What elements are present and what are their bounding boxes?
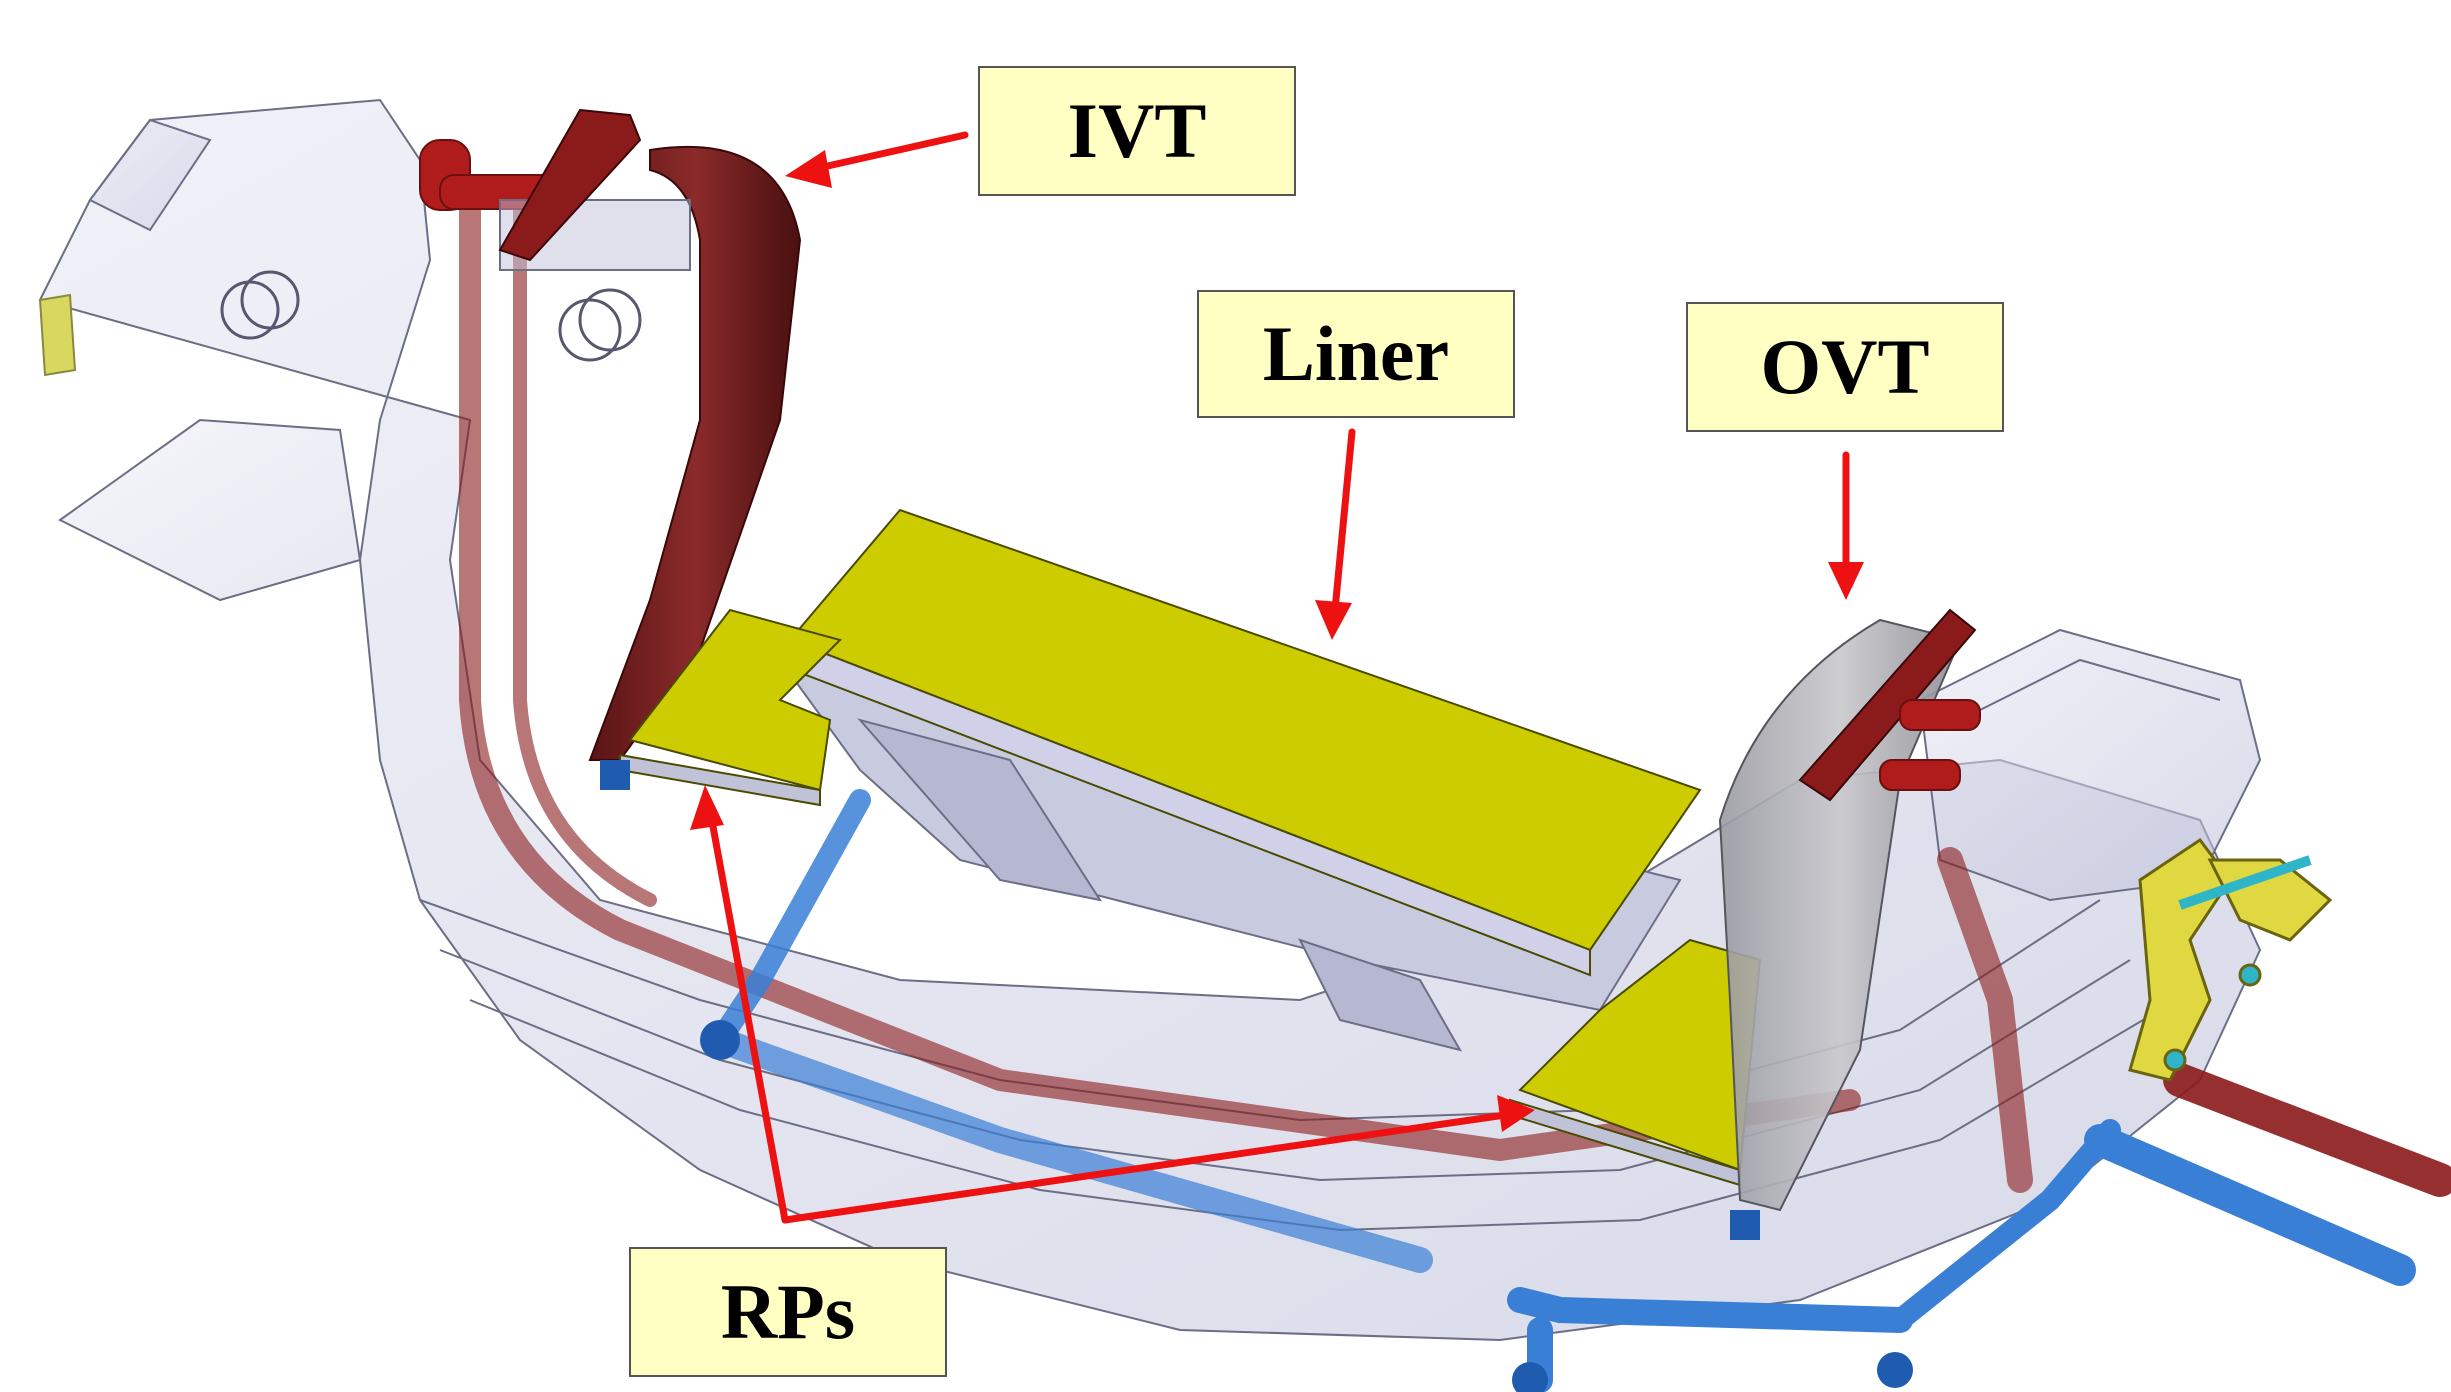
rps-arrowhead-left xyxy=(690,785,724,830)
ovt-arrowhead xyxy=(1828,562,1864,600)
blue-coolant-pipes xyxy=(707,789,2416,1392)
ivt-target xyxy=(498,108,802,761)
ivt-arrow xyxy=(806,131,969,174)
rps-arrow-left xyxy=(706,806,789,1224)
left-housing-ports xyxy=(220,270,642,362)
reflector-plates xyxy=(619,608,1762,1187)
right-hook-mechanism xyxy=(2128,837,2333,1082)
rps-arrow-right xyxy=(781,1111,1509,1224)
ivt-arrowhead xyxy=(785,150,832,188)
red-coolant-pipes xyxy=(459,179,2451,1197)
liner-arrow xyxy=(1331,428,1356,614)
liner-label: Liner xyxy=(1197,290,1515,418)
annotation-arrows xyxy=(690,131,1864,1224)
ivt-label: IVT xyxy=(978,66,1296,196)
left-bracket xyxy=(38,293,77,377)
rps-label: RPs xyxy=(629,1247,947,1377)
rps-arrowhead-right xyxy=(1497,1095,1535,1132)
blue-pipe-fittings xyxy=(600,760,1913,1392)
ovt-label: OVT xyxy=(1686,302,2004,432)
liner-arrowhead xyxy=(1315,600,1352,640)
ovt-target xyxy=(1718,608,1981,1212)
